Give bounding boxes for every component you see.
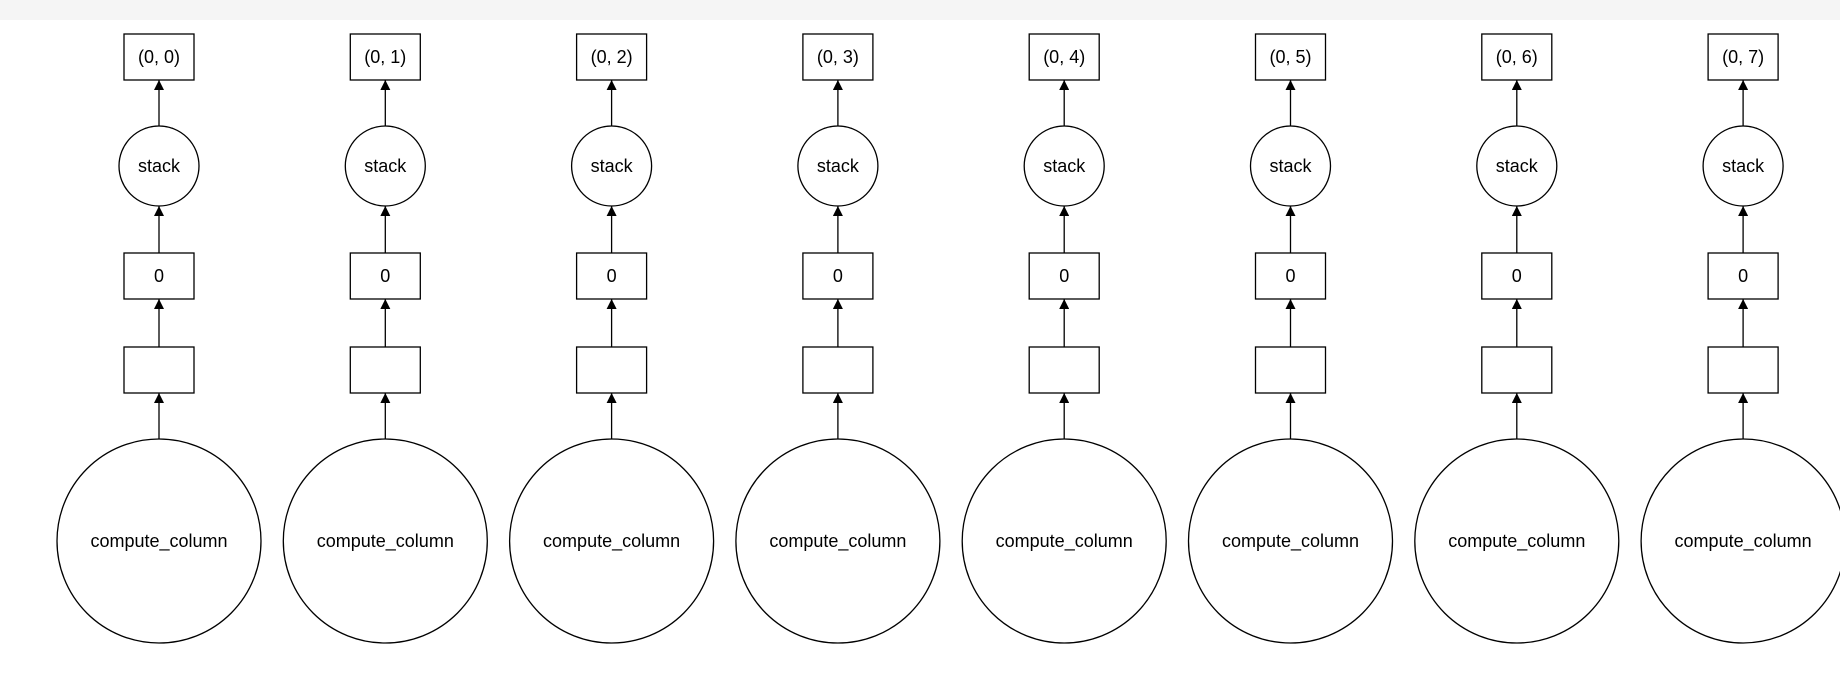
stack-node-label: stack <box>138 156 181 176</box>
stack-node <box>1476 125 1558 207</box>
index-node-label: 0 <box>154 266 164 286</box>
stack-node <box>797 125 879 207</box>
output-node-label: (0, 1) <box>364 47 406 67</box>
index-node <box>1707 252 1779 300</box>
stack-node <box>570 125 653 207</box>
compute-column-node <box>56 438 262 644</box>
compute-column-node <box>961 438 1167 644</box>
index-node-label: 0 <box>1512 266 1522 286</box>
index-node <box>123 252 195 300</box>
empty-node <box>802 346 874 394</box>
output-node-label: (0, 2) <box>591 47 633 67</box>
stack-node <box>118 125 200 207</box>
index-node-label: 0 <box>607 266 617 286</box>
compute-column-node <box>1187 438 1394 644</box>
index-node <box>1254 252 1327 300</box>
index-node <box>1028 252 1100 300</box>
output-node-label: (0, 5) <box>1269 47 1311 67</box>
output-node <box>575 33 648 81</box>
compute-column-node-label: compute_column <box>317 531 454 552</box>
output-node <box>1707 33 1779 81</box>
index-node-label: 0 <box>1059 266 1069 286</box>
index-node <box>349 252 421 300</box>
stack-node <box>1023 125 1105 207</box>
empty-node <box>575 346 648 394</box>
compute-column-node <box>1414 438 1620 644</box>
compute-column-node-label: compute_column <box>90 531 227 552</box>
empty-node <box>1707 346 1779 394</box>
index-node <box>802 252 874 300</box>
task-graph-svg: (0, 0) stack 0 compute_column (0, 1) stack 0 co… <box>56 33 1840 644</box>
index-node-label: 0 <box>1285 266 1295 286</box>
compute-column-node <box>1640 438 1840 644</box>
stack-node-label: stack <box>1043 156 1086 176</box>
top-bar <box>0 0 1840 20</box>
compute-column-node-label: compute_column <box>1675 531 1812 552</box>
compute-column-node-label: compute_column <box>1222 531 1359 552</box>
index-node <box>575 252 648 300</box>
stack-node <box>344 125 426 207</box>
stack-node-label: stack <box>1496 156 1539 176</box>
compute-column-node-label: compute_column <box>769 531 906 552</box>
output-node-label: (0, 4) <box>1043 47 1085 67</box>
empty-node <box>349 346 421 394</box>
compute-column-node-label: compute_column <box>543 531 680 552</box>
output-node <box>1481 33 1553 81</box>
compute-column-node <box>735 438 941 644</box>
output-node-label: (0, 7) <box>1722 47 1764 67</box>
output-node <box>349 33 421 81</box>
stack-node-label: stack <box>591 156 634 176</box>
output-node <box>802 33 874 81</box>
empty-node <box>1028 346 1100 394</box>
stack-node-label: stack <box>1722 156 1765 176</box>
index-node <box>1481 252 1553 300</box>
output-node-label: (0, 3) <box>817 47 859 67</box>
stack-node-label: stack <box>817 156 860 176</box>
output-node <box>1254 33 1327 81</box>
output-node <box>1028 33 1100 81</box>
stack-node-label: stack <box>1269 156 1312 176</box>
compute-column-node-label: compute_column <box>996 531 1133 552</box>
empty-node <box>1481 346 1553 394</box>
empty-node <box>123 346 195 394</box>
stack-node-label: stack <box>364 156 407 176</box>
empty-node <box>1254 346 1327 394</box>
index-node-label: 0 <box>1738 266 1748 286</box>
stack-node <box>1249 125 1332 207</box>
stack-node <box>1702 125 1784 207</box>
compute-column-node-label: compute_column <box>1448 531 1585 552</box>
index-node-label: 0 <box>833 266 843 286</box>
index-node-label: 0 <box>380 266 390 286</box>
compute-column-node <box>282 438 488 644</box>
output-node <box>123 33 195 81</box>
compute-column-node <box>508 438 715 644</box>
output-node-label: (0, 0) <box>138 47 180 67</box>
output-node-label: (0, 6) <box>1496 47 1538 67</box>
task-graph-diagram: (0, 0) stack 0 compute_column (0, 1) stack 0 co… <box>0 20 1840 669</box>
